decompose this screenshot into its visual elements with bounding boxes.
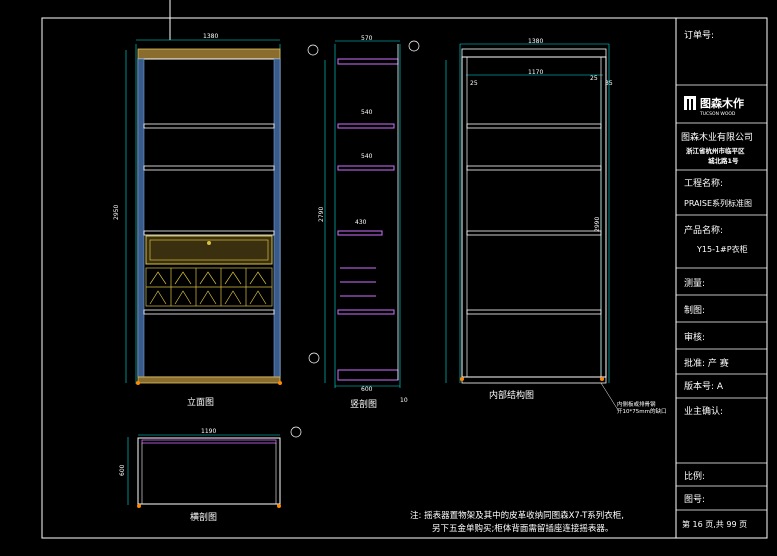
draw-label: 制图: (684, 304, 705, 316)
logo-subtext: TUCSON WOOD (699, 111, 736, 117)
version-label: 版本号: A (684, 380, 724, 392)
owner-confirm-label: 业主确认: (684, 405, 723, 417)
note-line-2: 另下五金单购买;柜体背面需留插座连接摇表器。 (432, 523, 613, 534)
section-shelf2-dim: 540 (361, 153, 373, 160)
inner-structure-view: 1380 1170 25 25 35 2990 内部结构图 内侧板或排骨钢 开1… (445, 38, 666, 415)
section-shelf1-dim: 540 (361, 109, 373, 116)
logo-text: 图森木作 (700, 96, 744, 110)
notch-annotation-1: 内侧板或排骨钢 (617, 400, 656, 408)
section-bottom-dim: 600 (361, 386, 373, 393)
inner-clear-width-dim: 1170 (528, 69, 543, 76)
section-marker-icon (308, 352, 320, 364)
survey-label: 测量: (684, 278, 705, 289)
product-label: 产品名称: (684, 224, 723, 236)
section-shelf3-dim: 430 (355, 219, 367, 226)
company-address-2: 城北路1号 (708, 156, 739, 165)
inner-left-dim: 25 (470, 80, 478, 87)
plan-depth-dim: 600 (119, 464, 126, 476)
project-value: PRAISE系列标准图 (684, 198, 752, 208)
approve-label: 批准: 产 赛 (684, 357, 729, 369)
company-name: 图森木业有限公司 (681, 131, 753, 143)
inner-view-label: 内部结构图 (489, 389, 534, 401)
section-view: 570 2790 540 540 430 600 10 竖剖图 (307, 35, 420, 410)
drawing-number-label: 图号: (684, 494, 705, 505)
front-view-label: 立面图 (187, 396, 214, 408)
note-line-1: 注: 摇表器置物架及其中的皮革收纳同图森X7-T系列衣柜, (410, 510, 624, 521)
logo-mark-icon (684, 96, 696, 110)
plan-width-dim: 1190 (201, 428, 216, 435)
front-width-dim: 1380 (203, 33, 218, 40)
order-label: 订单号: (684, 29, 714, 41)
scale-label: 比例: (684, 470, 705, 482)
company-address-1: 浙江省杭州市临平区 (686, 146, 745, 155)
section-height-dim: 2790 (318, 207, 325, 222)
inner-width-dim: 1380 (528, 38, 543, 45)
notch-annotation-2: 开10*75mm的缺口 (617, 407, 666, 415)
inner-right-dim: 25 (590, 75, 598, 82)
inner-height-dim: 2990 (594, 217, 601, 232)
front-elevation-view: 1380 2950 立面图 (113, 33, 282, 408)
review-label: 审核: (684, 331, 705, 343)
section-marker-icon (408, 40, 420, 52)
section-view-label: 竖剖图 (350, 398, 377, 410)
product-value: Y15-1#P衣柜 (696, 244, 748, 254)
inner-right-dim-2: 35 (605, 80, 613, 87)
watch-tray-icon (145, 267, 273, 307)
plan-marker-icon (290, 426, 302, 438)
drawing-border (41, 17, 768, 539)
section-marker-icon (307, 44, 319, 56)
front-height-dim: 2950 (113, 205, 120, 220)
plan-view: 1190 600 横剖图 (119, 426, 302, 523)
project-label: 工程名称: (684, 177, 723, 189)
page-label: 第 16 页,共 99 页 (682, 519, 747, 529)
section-bottom-dim-2: 10 (400, 397, 408, 404)
title-block-rules (676, 84, 767, 511)
section-top-dim: 570 (361, 35, 373, 42)
plan-view-label: 横剖图 (190, 511, 217, 523)
